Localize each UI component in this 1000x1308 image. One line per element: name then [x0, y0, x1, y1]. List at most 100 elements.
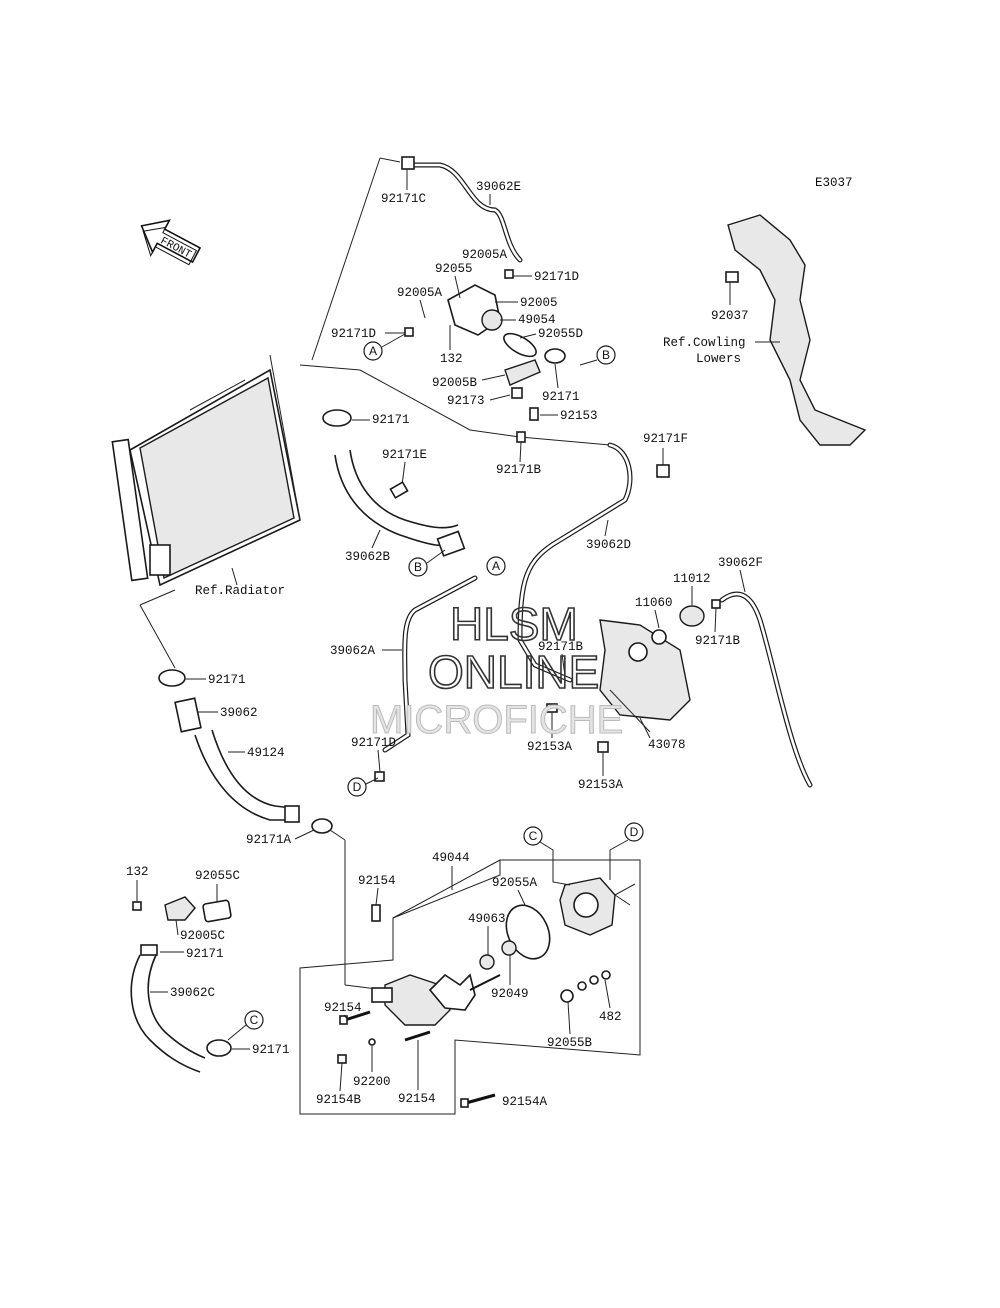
label-49044: 49044 [432, 851, 470, 865]
hose-39062A [382, 575, 478, 753]
cowling-lowers-reference [725, 214, 867, 446]
bolt-92154-mid [339, 1010, 371, 1025]
label-39062F: 39062F [718, 556, 763, 570]
gasket-92055A [505, 904, 551, 960]
label-92171B-right: 92171B [695, 634, 741, 648]
label-92055: 92055 [435, 262, 473, 276]
seal-92049 [501, 940, 517, 956]
label-92171A: 92171A [246, 833, 292, 847]
clamp-92171F [656, 464, 670, 478]
radiator-reference [111, 354, 301, 587]
label-92153: 92153 [560, 409, 598, 423]
label-92005A-top: 92005A [462, 248, 508, 262]
impeller-49063 [428, 973, 501, 1011]
label-132-low: 132 [126, 865, 149, 879]
ref-cowling-label-2: Lowers [696, 352, 741, 366]
ref-cowling-label-1: Ref.Cowling [663, 336, 746, 350]
bolt-92154A [460, 1093, 496, 1108]
label-92171-c: 92171 [252, 1043, 290, 1057]
label-92171D-top: 92171D [534, 270, 579, 284]
label-39062E: 39062E [476, 180, 521, 194]
label-92055D: 92055D [538, 327, 583, 341]
connector-D-pump-label: D [630, 825, 639, 839]
label-92153A-b: 92153A [578, 778, 624, 792]
watermark-line-3: MICROFICHE [370, 698, 623, 742]
label-92171E: 92171E [382, 448, 427, 462]
label-92171B-tank: 92171B [538, 640, 584, 654]
bolt-92154-low [404, 1030, 431, 1042]
hose-39062C [130, 944, 206, 1073]
label-92005: 92005 [520, 296, 558, 310]
label-92005A-mid: 92005A [397, 286, 443, 300]
label-11060: 11060 [635, 596, 673, 610]
connector-D-low-label: D [353, 780, 362, 794]
connector-B-top-label: B [602, 348, 610, 362]
watermark: HLSM ONLINE MICROFICHE [370, 597, 624, 742]
connector-B-mid [408, 557, 428, 577]
label-92154-top: 92154 [358, 874, 396, 888]
label-92154B: 92154B [316, 1093, 362, 1107]
label-92171-pipe: 92171 [186, 947, 224, 961]
front-arrow-icon: FRONT [140, 219, 202, 266]
label-92055B: 92055B [547, 1036, 593, 1050]
connector-C-pipe-label: C [250, 1013, 259, 1027]
label-49063: 49063 [468, 912, 506, 926]
label-92171-thermo: 92171 [542, 390, 580, 404]
connector-A-mid [486, 556, 506, 576]
connector-C-pump [523, 826, 543, 846]
label-92200: 92200 [353, 1075, 391, 1089]
label-92005B: 92005B [432, 376, 478, 390]
connector-C-pipe [244, 1010, 264, 1030]
o-rings-482 [560, 970, 611, 1003]
label-39062C: 39062C [170, 986, 215, 1000]
label-92171-low: 92171 [208, 673, 246, 687]
ref-radiator-label: Ref.Radiator [195, 584, 285, 598]
label-39062D: 39062D [586, 538, 631, 552]
clamp-92171-c [206, 1039, 232, 1057]
connector-A-top-label: A [369, 344, 377, 358]
label-92005C: 92005C [180, 929, 225, 943]
label-39062B: 39062B [345, 550, 391, 564]
label-92154-mid: 92154 [324, 1001, 362, 1015]
connector-A-mid-label: A [492, 559, 500, 573]
hose-49124 [194, 729, 300, 823]
connector-A-top [363, 341, 383, 361]
label-482: 482 [599, 1010, 622, 1024]
label-49124: 49124 [247, 746, 285, 760]
label-92055A: 92055A [492, 876, 538, 890]
connector-B-top [596, 345, 616, 365]
clamp-92171A [311, 818, 333, 834]
label-92154A: 92154A [502, 1095, 548, 1109]
label-92153A-a: 92153A [527, 740, 573, 754]
label-92171B-mid: 92171B [496, 463, 542, 477]
reservoir-tank-43078 [599, 605, 705, 721]
label-11012: 11012 [673, 572, 711, 586]
label-39062A: 39062A [330, 644, 376, 658]
clamp-92171-low [158, 669, 186, 687]
label-92049: 92049 [491, 987, 529, 1001]
label-92171F: 92171F [643, 432, 688, 446]
label-132-top: 132 [440, 352, 463, 366]
label-39062: 39062 [220, 706, 258, 720]
pipe-fitting-92005C [164, 896, 232, 923]
clamp-92171C [401, 156, 415, 170]
diagram-code: E3037 [815, 176, 853, 190]
hose-39062D [517, 442, 633, 683]
connector-D-low [347, 777, 367, 797]
label-43078: 43078 [648, 738, 686, 752]
label-92171D-left: 92171D [331, 327, 376, 341]
watermark-line-1: HLSM [450, 598, 578, 650]
clamp-92171-thermo [544, 348, 566, 364]
label-92171D-low: 92171D [351, 736, 396, 750]
label-92037: 92037 [711, 309, 749, 323]
hose-39062E [407, 162, 523, 263]
label-92171-rad: 92171 [372, 413, 410, 427]
hose-39062F [719, 591, 813, 788]
label-92173: 92173 [447, 394, 485, 408]
connector-C-pump-label: C [529, 829, 538, 843]
watermark-line-2: ONLINE [428, 646, 599, 698]
label-92154-low: 92154 [398, 1092, 436, 1106]
connector-D-pump [624, 822, 644, 842]
pump-cover [559, 877, 616, 936]
